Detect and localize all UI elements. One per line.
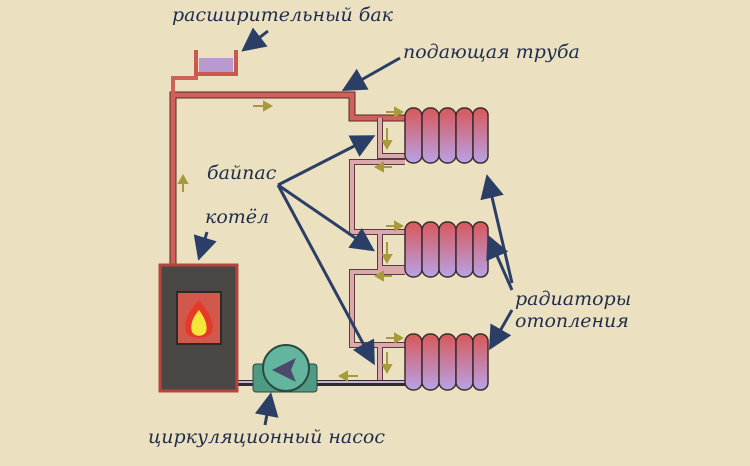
label-radiators-1: радиаторы [515,288,632,310]
radiator-1 [404,107,489,164]
radiator-3 [404,333,489,391]
label-expansion-tank: расширительный бак [172,4,394,26]
label-pointers [193,27,514,426]
flame-icon [185,300,213,338]
label-boiler: котёл [205,206,270,228]
circulation-pump [252,344,318,393]
label-bypass: байпас [207,162,277,184]
radiators [404,107,489,391]
flow-arrows [177,100,405,382]
riser-pipes [349,118,405,383]
pump-direction-icon [272,358,296,382]
label-pump: циркуляционный насос [148,426,385,448]
boiler [158,263,239,393]
radiator-2 [404,221,489,278]
label-radiators-2: отопления [515,310,629,332]
supply-pipe [169,76,405,265]
expansion-tank [194,50,238,76]
label-supply-pipe: подающая труба [403,41,580,63]
